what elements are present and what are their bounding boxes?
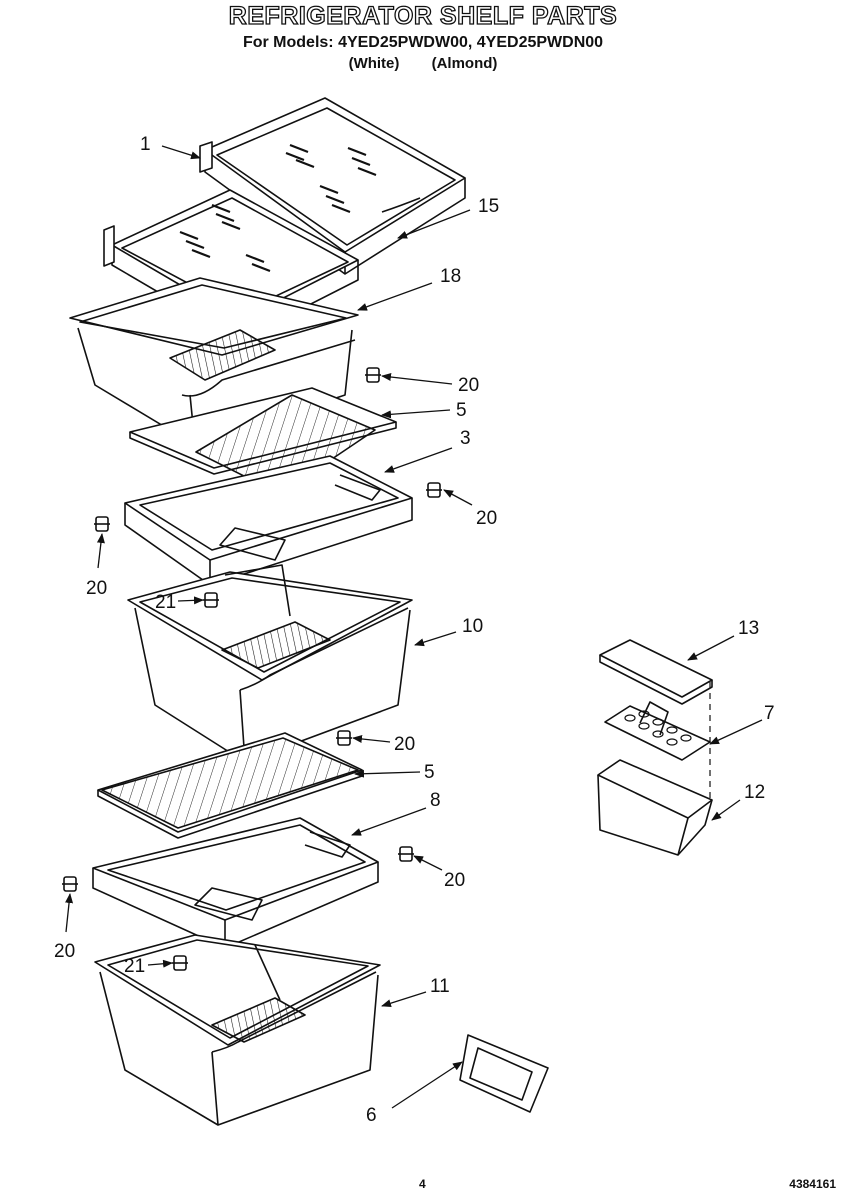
callout-20a: 20 [458, 375, 479, 396]
page-number: 4 [419, 1177, 426, 1191]
callout-5a: 5 [456, 400, 467, 421]
callout-7: 7 [764, 703, 775, 724]
leader-3 [384, 447, 453, 473]
leader-21b [147, 959, 173, 968]
leader-8 [351, 807, 427, 836]
leader-13 [687, 635, 735, 661]
leader-1 [161, 145, 201, 160]
callout-20e: 20 [444, 870, 465, 891]
part-20-support-1 [365, 367, 381, 383]
part-5-upper-rack [129, 387, 397, 495]
leader-10 [414, 631, 457, 647]
models-line: For Models: 4YED25PWDW00, 4YED25PWDN00 [242, 34, 604, 51]
part-15-glass-shelf [103, 189, 359, 341]
part-20-support-2 [426, 482, 442, 498]
color-white: (White) [348, 55, 400, 72]
leader-5a [381, 409, 451, 419]
page-title: REFRIGERATOR SHELF PARTS [228, 1, 618, 30]
callout-10: 10 [462, 616, 483, 637]
callout-20d: 20 [394, 734, 415, 755]
leader-20a [381, 373, 453, 385]
part-21-support-1 [203, 592, 219, 608]
part-12-egg-bin [597, 759, 713, 856]
leader-20c [96, 533, 105, 569]
callout-21b: 21 [124, 956, 145, 977]
callout-6: 6 [366, 1105, 377, 1126]
part-8-frame [92, 817, 379, 949]
callout-20f: 20 [54, 941, 75, 962]
callout-8: 8 [430, 790, 441, 811]
leader-12 [711, 799, 741, 821]
leader-5b [354, 769, 421, 778]
leader-21a [177, 596, 204, 605]
callout-3: 3 [460, 428, 471, 449]
callout-13: 13 [738, 618, 759, 639]
part-21-support-2 [172, 955, 188, 971]
leader-6 [391, 1061, 463, 1109]
callout-5b: 5 [424, 762, 435, 783]
part-7-egg-tray [604, 701, 711, 761]
part-6-tag [459, 1034, 549, 1113]
leader-20b [443, 489, 473, 506]
part-20-support-6 [62, 876, 78, 892]
leader-20f [65, 893, 74, 933]
callout-20b: 20 [476, 508, 497, 529]
callout-12: 12 [744, 782, 765, 803]
leader-11 [381, 991, 427, 1008]
leader-20d [352, 734, 391, 743]
callout-20c: 20 [86, 578, 107, 599]
callout-1: 1 [140, 134, 151, 155]
callout-11: 11 [430, 976, 450, 997]
callout-15: 15 [478, 196, 499, 217]
leader-20e [413, 855, 443, 871]
callout-21a: 21 [155, 592, 176, 613]
part-20-support-3 [94, 516, 110, 532]
part-20-support-4 [336, 730, 352, 746]
leader-18 [357, 282, 433, 311]
leader-15 [397, 209, 471, 239]
callout-18: 18 [440, 266, 461, 287]
part-13-cover [599, 639, 713, 705]
document-number: 4384161 [789, 1177, 836, 1191]
part-5-lower-rack [97, 732, 363, 839]
leader-7 [709, 719, 763, 745]
part-20-support-5 [398, 846, 414, 862]
color-line: (White) (Almond) [0, 55, 846, 72]
part-3-frame [124, 455, 413, 586]
color-almond: (Almond) [431, 55, 498, 72]
